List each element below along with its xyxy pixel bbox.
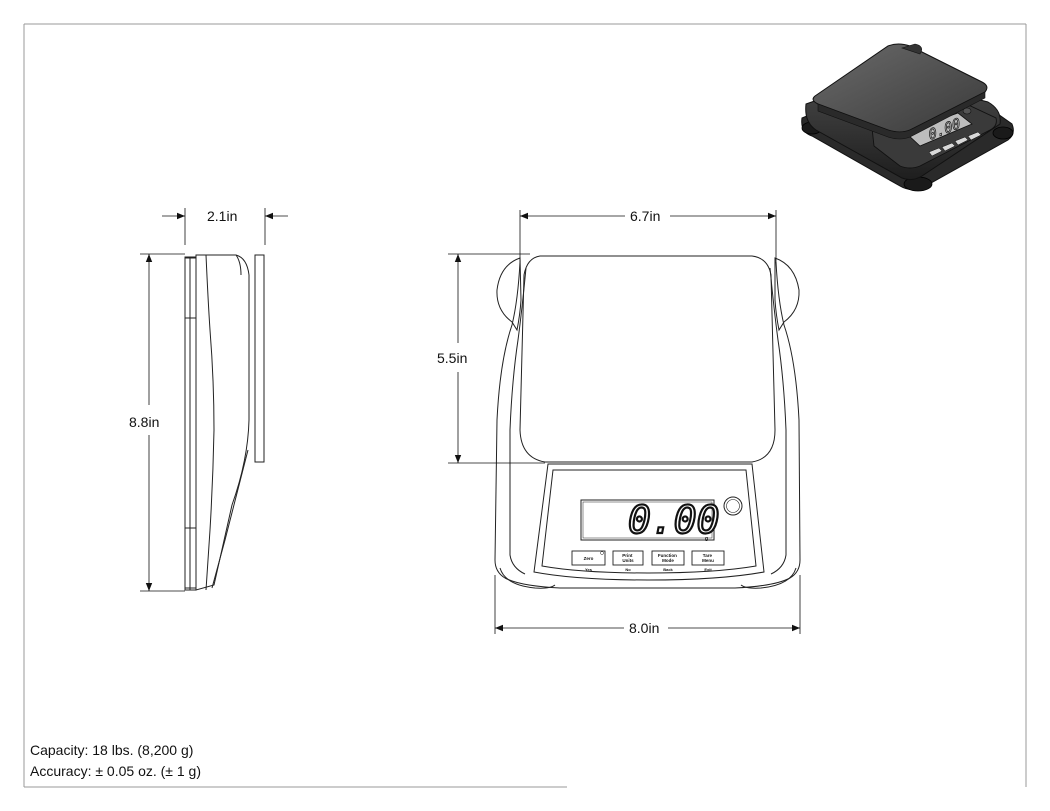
isometric-render: 0.00	[801, 43, 1014, 192]
tare-label: Tare	[703, 553, 713, 558]
tare-menu-button-label: Tare Menu	[702, 553, 714, 563]
function-mode-button[interactable]: Function Mode Back	[651, 550, 685, 572]
print-units-button[interactable]: Print Units No	[612, 550, 644, 572]
function-label: Function	[658, 553, 677, 558]
print-label: Print	[622, 553, 633, 558]
capacity-spec: Capacity: 18 lbs. (8,200 g)	[30, 742, 194, 758]
zero-button-sublabel: Yes	[585, 567, 593, 572]
menu-label: Menu	[702, 558, 714, 563]
side-view	[184, 254, 265, 591]
dimension-overall-width-label: 8.0in	[629, 620, 659, 636]
dimension-depth-label: 2.1in	[207, 208, 237, 224]
drawing-frame	[23, 23, 1027, 788]
dimension-platform-width-label: 6.7in	[630, 208, 660, 224]
tare-menu-button[interactable]: Tare Menu Exit	[691, 550, 725, 572]
dimension-platform-depth	[448, 253, 545, 464]
mode-label: Mode	[662, 558, 674, 563]
specifications: Capacity: 18 lbs. (8,200 g) Accuracy: ± …	[30, 740, 201, 782]
tare-menu-button-sublabel: Exit	[704, 567, 712, 572]
dimension-platform-depth-label: 5.5in	[437, 350, 467, 366]
function-mode-button-label: Function Mode	[658, 553, 678, 563]
print-units-button-label: Print Units	[622, 553, 634, 563]
lcd-unit: g	[705, 536, 708, 542]
zero-button[interactable]: Zero Yes	[571, 550, 606, 572]
units-label: Units	[622, 558, 634, 563]
dimension-depth	[162, 208, 288, 245]
accuracy-spec: Accuracy: ± 0.05 oz. (± 1 g)	[30, 763, 201, 779]
zero-button-label: Zero	[584, 556, 594, 561]
dimension-overall-width	[494, 575, 801, 634]
lcd-reading: 0.00	[628, 498, 720, 542]
print-units-button-sublabel: No	[625, 567, 631, 572]
front-view	[494, 255, 801, 589]
keypad: Zero Yes Print Units No Function Mode Ba…	[571, 550, 725, 572]
dimension-height	[140, 253, 185, 592]
function-mode-button-sublabel: Back	[663, 567, 673, 572]
dimension-height-label: 8.8in	[129, 414, 159, 430]
dimension-platform-width	[519, 210, 777, 262]
